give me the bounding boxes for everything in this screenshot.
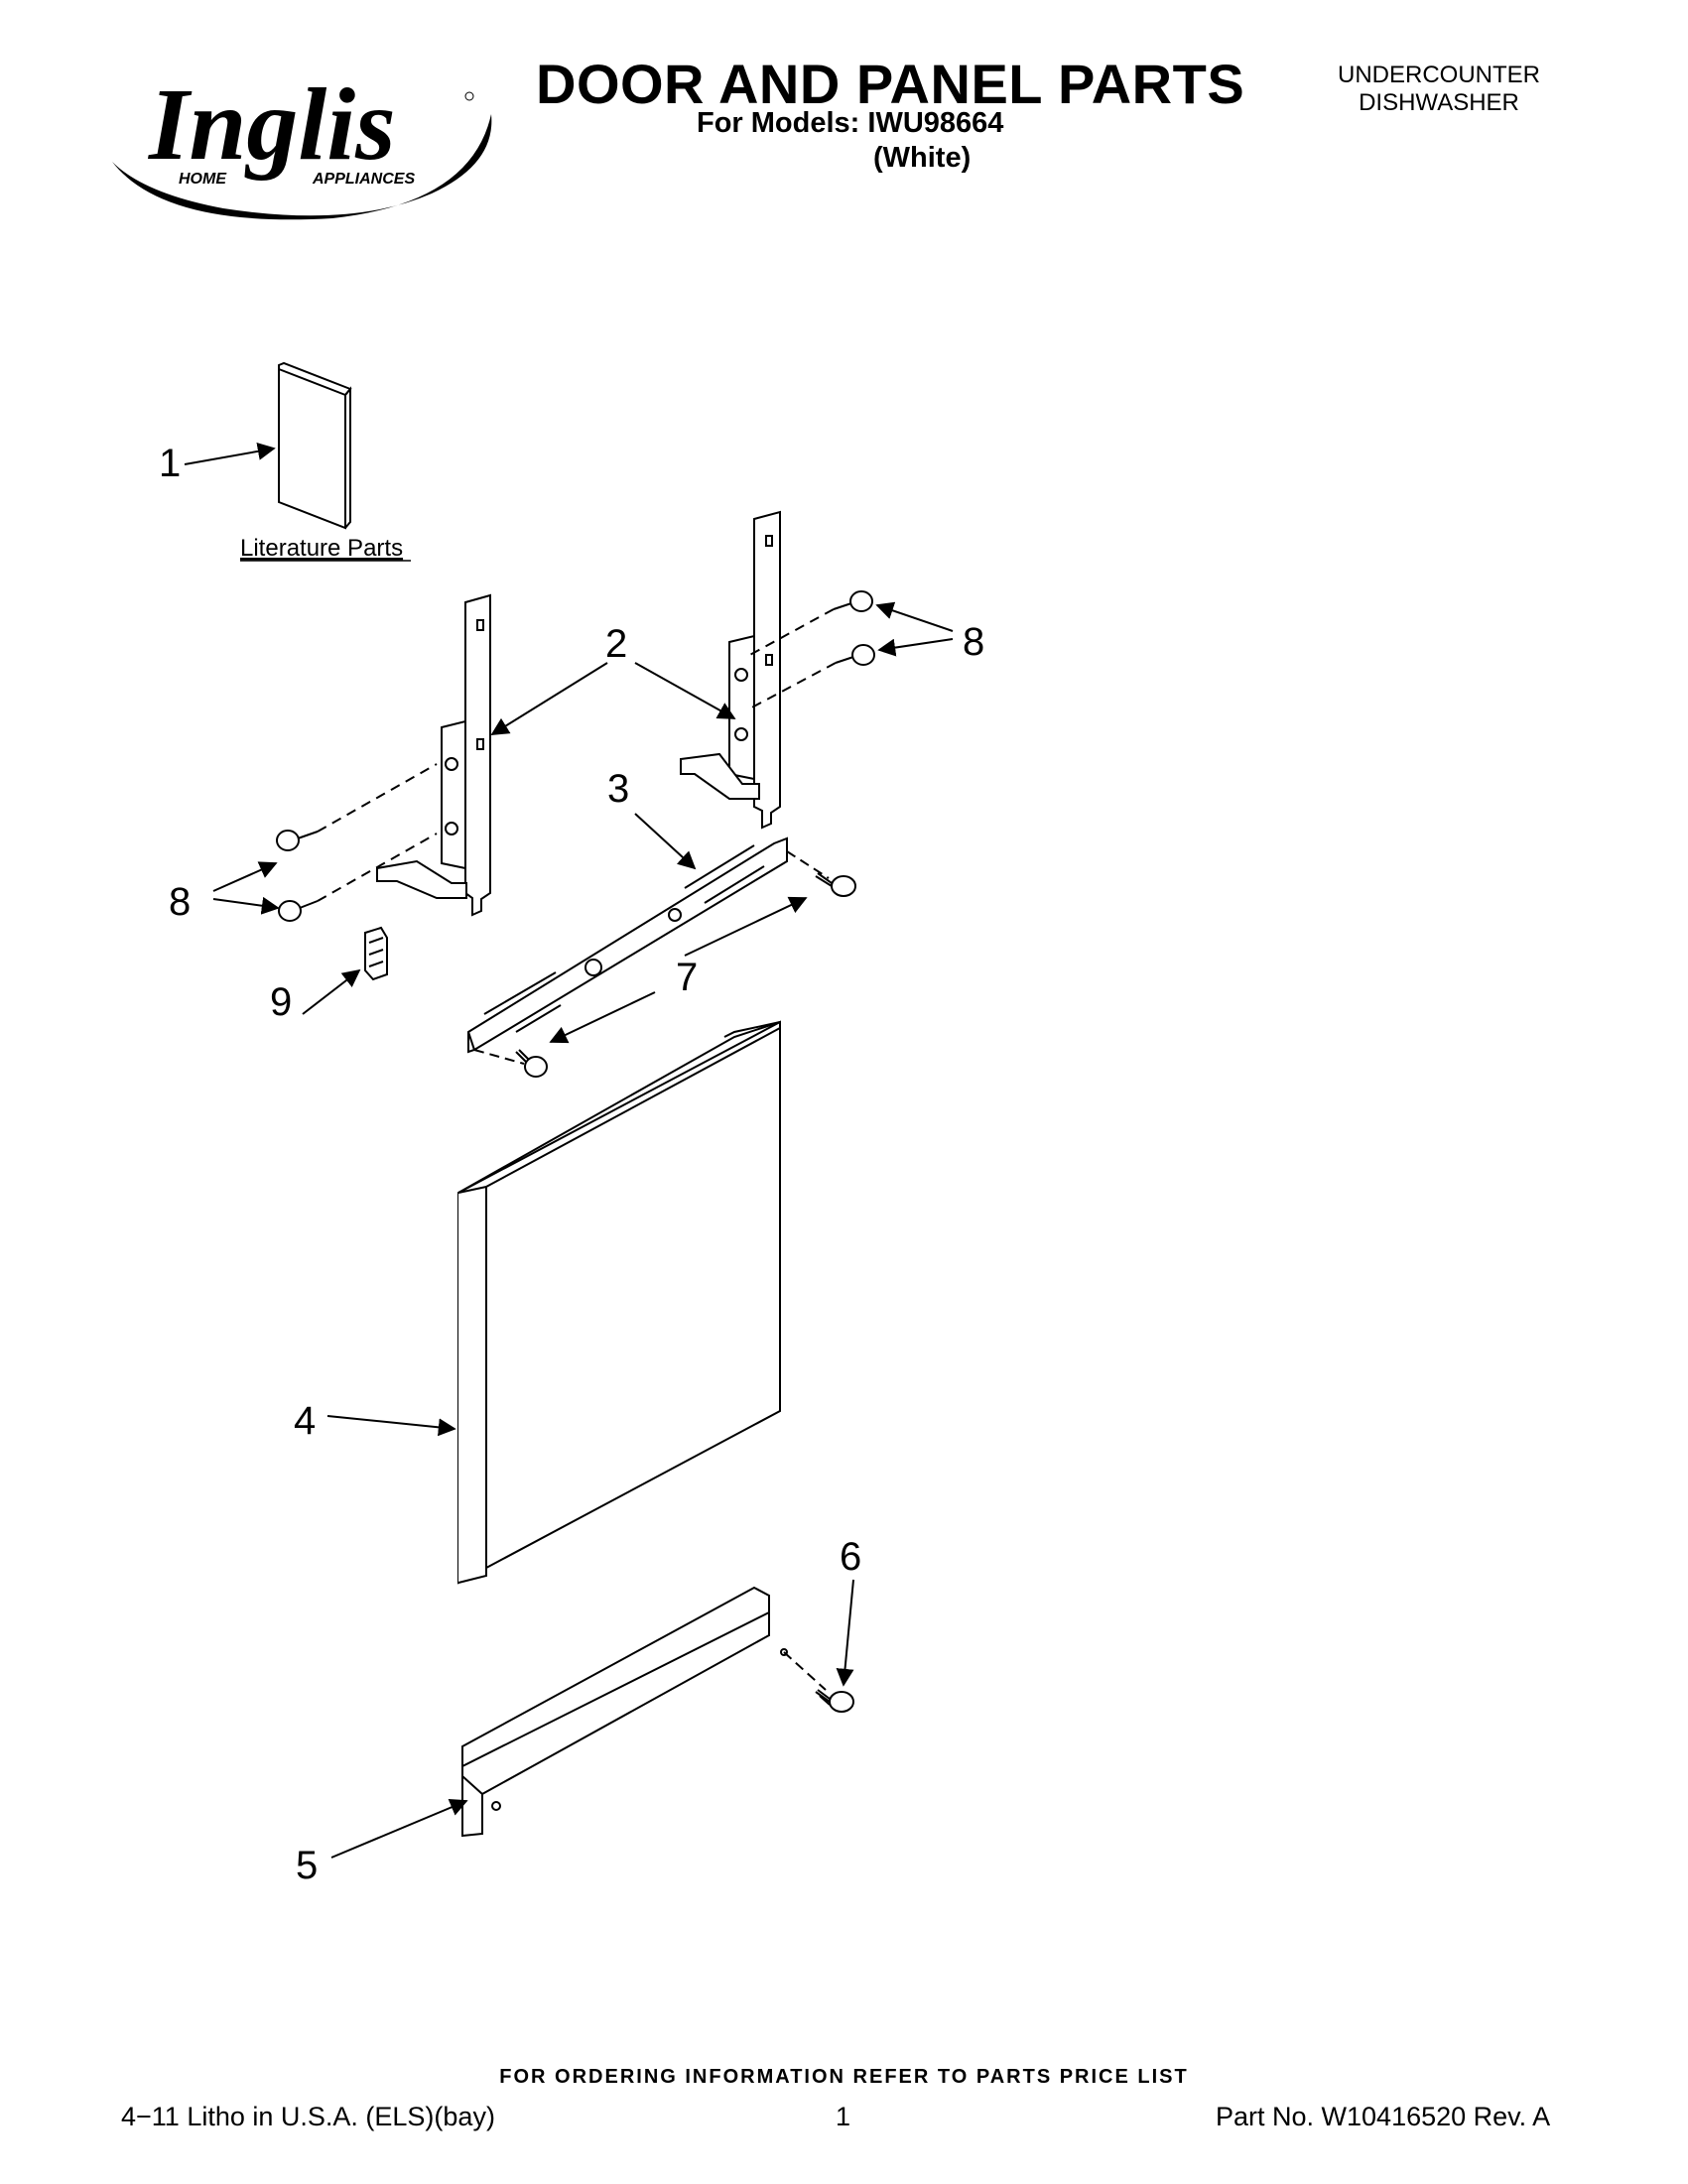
arrow-9 [302, 968, 361, 1015]
logo-wordmark: Inglis [147, 67, 396, 182]
part-number: Part No. W10416520 Rev. A [1216, 2102, 1551, 2131]
category-line-1: UNDERCOUNTER [1338, 62, 1540, 88]
logo-tagline-appliances: APPLIANCES [312, 171, 415, 188]
arrow-8-left-b [212, 896, 280, 915]
screw-7-right [786, 850, 856, 897]
ordering-note: FOR ORDERING INFORMATION REFER TO PARTS … [499, 2066, 1189, 2088]
hinge-bracket-right [680, 510, 781, 830]
callout-5: 5 [296, 1844, 318, 1887]
model-variant: (White) [873, 142, 972, 174]
door-panel [457, 1020, 781, 1585]
page-number: 1 [836, 2102, 851, 2131]
callout-9: 9 [270, 980, 292, 1024]
arrow-7-up [684, 896, 808, 957]
page-title: DOOR AND PANEL PARTS [536, 53, 1245, 115]
callout-6: 6 [840, 1535, 861, 1579]
registered-mark-icon [464, 91, 474, 101]
clip-9 [364, 926, 388, 981]
callout-8-right: 8 [963, 620, 984, 664]
inglis-logo: Inglis HOME APPLIANCES [112, 67, 492, 220]
callout-8-left: 8 [169, 880, 191, 924]
callout-2: 2 [605, 622, 627, 666]
arrow-4 [326, 1415, 456, 1437]
arrow-7-down [549, 991, 656, 1044]
category-line-2: DISHWASHER [1359, 89, 1519, 116]
screws-8-right [745, 590, 875, 711]
mounting-rail [467, 836, 788, 1054]
arrow-3 [634, 813, 697, 870]
arrow-8-right-b [877, 638, 954, 657]
literature-booklet [278, 361, 352, 530]
callout-7: 7 [676, 956, 698, 999]
arrow-8-left-a [212, 861, 278, 892]
screw-6 [783, 1651, 854, 1713]
models-line: For Models: IWU98664 [697, 107, 1004, 139]
appliance-category: UNDERCOUNTER DISHWASHER [1290, 62, 1588, 117]
print-info: 4−11 Litho in U.S.A. (ELS)(bay) [121, 2102, 495, 2131]
screws-8-left [276, 763, 438, 922]
arrow-6 [836, 1579, 854, 1687]
hinge-bracket-left [376, 593, 491, 917]
arrow-5 [330, 1798, 468, 1859]
arrow-1 [184, 442, 276, 465]
arrow-2-right [634, 662, 736, 719]
arrow-8-right-a [875, 601, 954, 632]
leader-arrows [184, 442, 954, 1859]
arrow-2-left [490, 662, 608, 735]
logo-tagline-home: HOME [179, 171, 227, 188]
literature-parts-label: Literature Parts [240, 535, 403, 562]
toe-panel [461, 1586, 788, 1838]
callout-3: 3 [607, 767, 629, 811]
screw-7-left [473, 1049, 548, 1078]
callout-1: 1 [159, 442, 181, 485]
callout-4: 4 [294, 1399, 316, 1443]
